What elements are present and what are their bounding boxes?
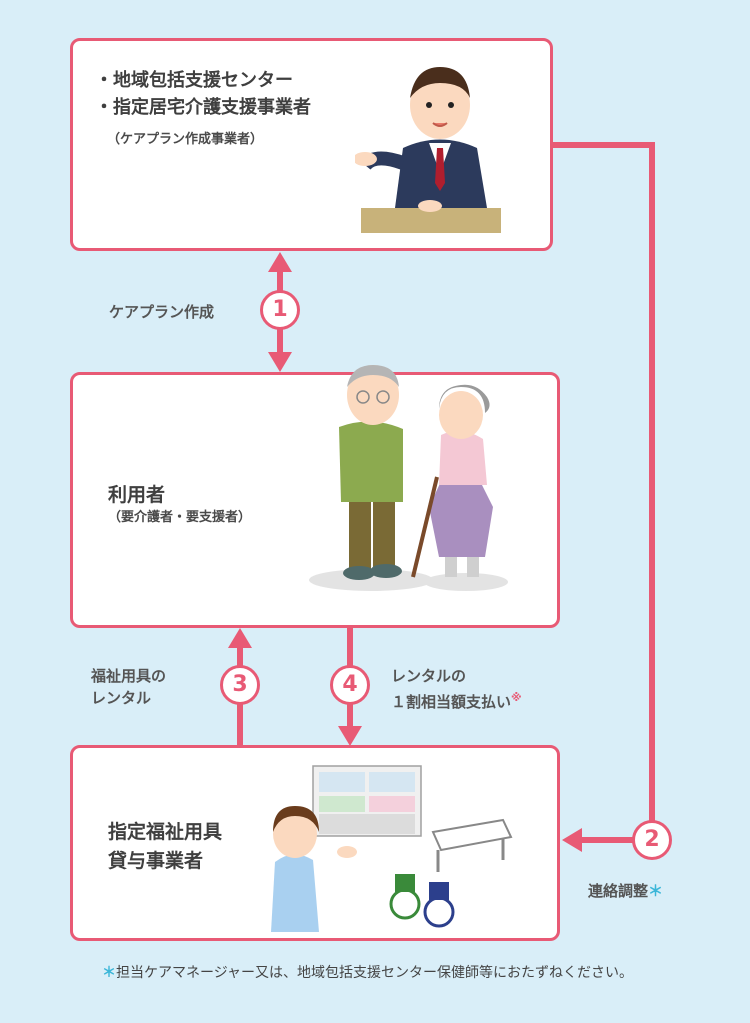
rental-provider-line-2: 貸与事業者 [108,850,204,872]
user-sub: （要介護者・要支援者） [108,510,252,525]
step-4-label-line-1: レンタルの [391,667,467,685]
step-3-label-line-2: レンタル [91,689,152,707]
arrow-4-head-down [338,726,362,746]
step-2-circle: 2 [632,820,672,860]
top-box-line-1: ・地域包括支援センター [95,70,293,91]
user-box: 利用者 （要介護者・要支援者） [70,365,560,628]
rental-provider-box: 指定福祉用具 貸与事業者 [70,745,560,941]
step-4-label-line-2: １割相当額支払い※ [391,691,522,711]
step-1-circle: 1 [260,290,300,330]
elderly-couple-illustration [309,365,508,591]
rental-staff-illustration [271,765,513,932]
step-2-mark: ＊ [648,882,664,900]
footnote-mark: ＊ [102,965,116,981]
arrow-2-line [553,142,655,843]
step-1-label: ケアプラン作成 [109,303,215,321]
user-title: 利用者 [108,484,166,506]
footnote-text: 担当ケアマネージャー又は、地域包括支援センター保健師等におたずねください。 [116,965,634,981]
step-2-label: 連絡調整＊ [588,882,664,900]
top-box-line-2: ・指定居宅介護支援事業者 [95,97,311,118]
care-plan-provider-box: ・地域包括支援センター ・指定居宅介護支援事業者 （ケアプラン作成事業者） [70,38,553,251]
step-4-mark: ※ [511,691,522,704]
staff-man-illustration [355,67,501,233]
step-3-label-line-1: 福祉用具の [91,667,167,685]
arrow-1-head-up [268,252,292,272]
rental-provider-line-1: 指定福祉用具 [108,821,223,843]
top-box-sub: （ケアプラン作成事業者） [107,132,264,147]
arrow-3-head-up [228,628,252,648]
arrow-2-head-left [562,828,582,852]
arrow-1-head-down [268,352,292,372]
step-4-circle: 4 [330,665,370,705]
footnote: ＊担当ケアマネージャー又は、地域包括支援センター保健師等におたずねください。 [102,962,633,982]
step-3-circle: 3 [220,665,260,705]
